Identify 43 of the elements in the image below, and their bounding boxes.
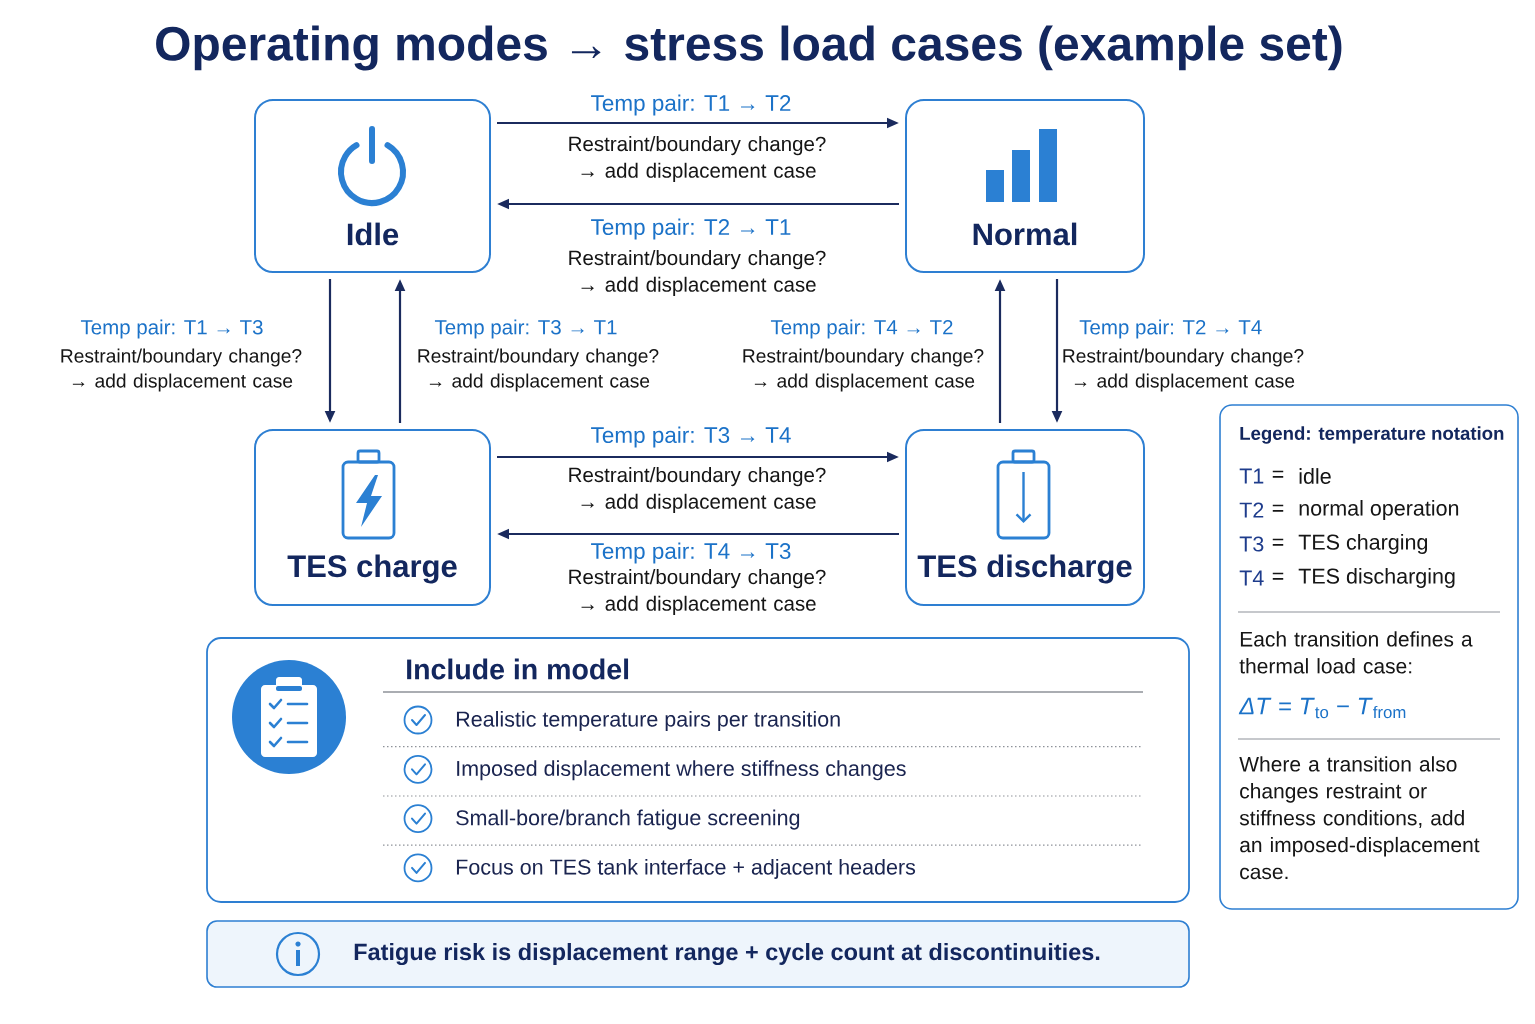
checklist-item: Focus on TES tank interface + adjacent headers xyxy=(456,858,916,879)
note-text: Restraint/boundary change? → add displacement case xyxy=(569,136,826,182)
edge-label: Temp pair: T3 → T4 xyxy=(588,424,794,450)
note-text: Restraint/boundary change? → add displacement case xyxy=(1063,348,1304,392)
note-text: Restraint/boundary change? → add displacement case xyxy=(569,569,826,615)
equals-sign: = xyxy=(1272,572,1284,580)
note-text: Each transition defines a thermal load case: xyxy=(1239,631,1473,674)
edge-label: Temp pair: T3 → T1 xyxy=(432,317,620,341)
state-box: Normal xyxy=(905,99,1145,273)
formula: ΔT = T$_{to}$ − T$_{from}$ xyxy=(1238,697,1406,719)
legend-heading: Legend: temperature notation xyxy=(1240,426,1504,444)
equals-sign: = xyxy=(1272,470,1284,478)
state-box: TES charge xyxy=(254,429,491,606)
edge-label: Temp pair: T2 → T1 xyxy=(588,216,794,242)
legend-value: normal operation xyxy=(1299,500,1459,521)
note-text: Restraint/boundary change? → add displacement case xyxy=(569,467,826,513)
edge-label: Temp pair: T4 → T2 xyxy=(768,317,956,341)
legend-key: T3 xyxy=(1239,536,1264,552)
checklist-item: Realistic temperature pairs per transition xyxy=(456,711,840,732)
state-box: TES discharge xyxy=(905,429,1145,606)
note-text: Restraint/boundary change? → add displacement case xyxy=(61,348,302,392)
legend-key: T2 xyxy=(1239,502,1264,518)
info-banner: Fatigue risk is displacement range + cycle count at discontinuities. xyxy=(206,920,1190,988)
equals-sign: = xyxy=(1272,504,1284,512)
state-box: Idle xyxy=(254,99,491,273)
edge-label: Temp pair: T1 → T3 xyxy=(78,317,266,341)
legend-value: TES charging xyxy=(1298,534,1428,555)
legend-value: idle xyxy=(1299,468,1331,484)
edge-label: Temp pair: T4 → T3 xyxy=(588,540,794,566)
legend-key: T4 xyxy=(1239,570,1264,586)
panel-heading: Include in model xyxy=(407,658,629,680)
checklist-item: Imposed displacement where stiffness changes xyxy=(457,760,906,781)
edge-label: Temp pair: T1 → T2 xyxy=(588,92,794,118)
note-text: Restraint/boundary change? → add displacement case xyxy=(569,250,826,296)
note-text: Restraint/boundary change? → add displacement case xyxy=(743,348,984,392)
legend-value: TES discharging xyxy=(1298,568,1455,589)
equals-sign: = xyxy=(1272,538,1284,546)
note-text: Restraint/boundary change? → add displacement case xyxy=(418,348,659,392)
legend-key: T1 xyxy=(1239,468,1264,484)
note-text: Where a transition also changes restraint or stiffness conditions, add an imposed-displacement case. xyxy=(1239,756,1480,880)
edge-label: Temp pair: T2 → T4 xyxy=(1077,317,1265,341)
title: Operating modes → stress load cases (example set) xyxy=(156,25,1342,71)
checklist-item: Small-bore/branch fatigue screening xyxy=(456,809,800,830)
